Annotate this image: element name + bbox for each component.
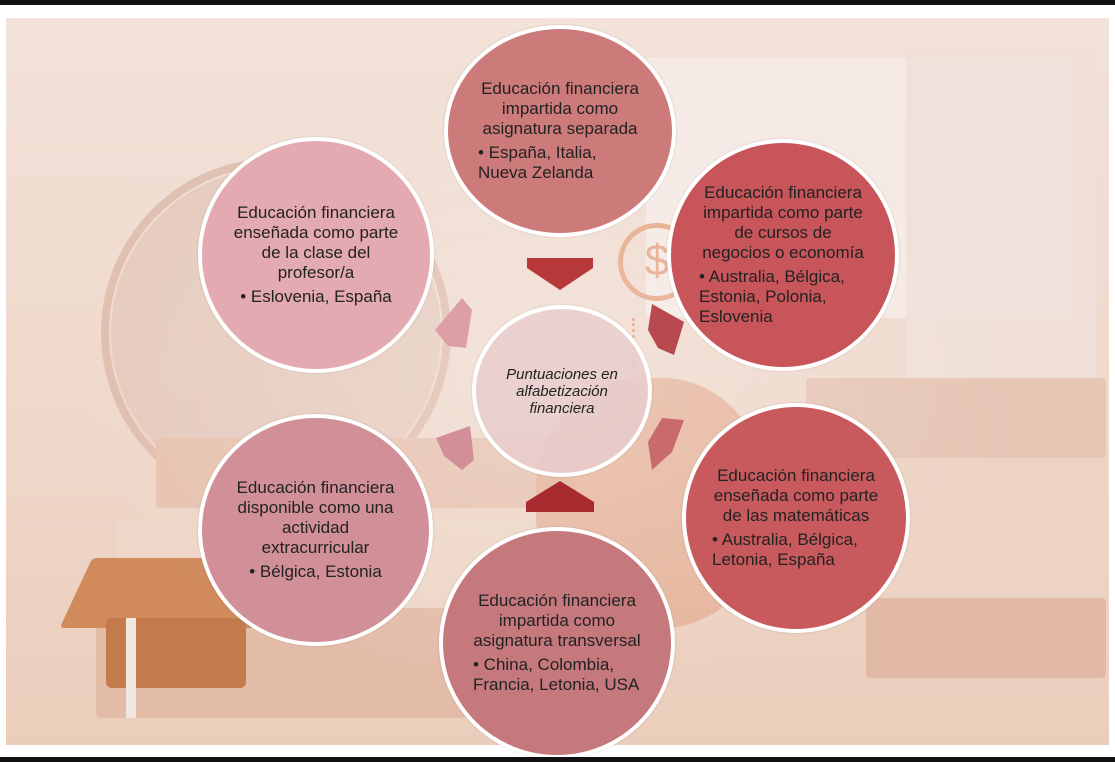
node-cross-curricular: Educación financiera impartida como asig… bbox=[439, 527, 675, 759]
node-extracurricular: Educación financiera disponible como una… bbox=[198, 414, 433, 646]
node-countries: • China, Colombia, Francia, Letonia, USA bbox=[473, 655, 640, 694]
bottom-rule bbox=[0, 757, 1115, 762]
arrow-up-icon bbox=[526, 481, 594, 512]
whiteboard-panel-illustration bbox=[906, 48, 1096, 378]
arrow-bottom-left-icon bbox=[436, 426, 474, 470]
center-label: Puntuaciones en alfabetización financier… bbox=[506, 365, 618, 417]
arrow-bottom-right-icon bbox=[648, 418, 684, 470]
node-countries: • Eslovenia, España bbox=[240, 287, 392, 306]
diploma-illustration bbox=[126, 618, 136, 718]
arrow-top-right-icon bbox=[648, 304, 684, 355]
arrow-down-icon bbox=[527, 258, 593, 290]
node-title: Educación financiera disponible como una… bbox=[236, 478, 395, 557]
node-title: Educación financiera enseñada como parte… bbox=[233, 203, 399, 282]
center-node: Puntuaciones en alfabetización financier… bbox=[472, 305, 652, 477]
node-countries: • España, Italia, Nueva Zelanda bbox=[478, 143, 597, 182]
node-countries: • Australia, Bélgica, Letonia, España bbox=[712, 530, 858, 569]
node-mathematics: Educación financiera enseñada como parte… bbox=[682, 403, 910, 633]
node-countries: • Bélgica, Estonia bbox=[249, 562, 382, 581]
node-title: Educación financiera impartida como asig… bbox=[481, 79, 639, 138]
node-countries: • Australia, Bélgica, Estonia, Polonia, … bbox=[699, 267, 845, 326]
book-illustration bbox=[866, 598, 1106, 678]
node-separate-subject: Educación financiera impartida como asig… bbox=[444, 25, 676, 237]
node-title: Educación financiera impartida como part… bbox=[702, 183, 864, 262]
node-teacher-class: Educación financiera enseñada como parte… bbox=[198, 137, 434, 373]
dollar-coin-icon: $ bbox=[618, 223, 696, 301]
arrow-top-left-icon bbox=[435, 298, 472, 348]
node-title: Educación financiera impartida como asig… bbox=[473, 591, 641, 650]
top-rule bbox=[0, 0, 1115, 5]
node-title: Educación financiera enseñada como parte… bbox=[713, 466, 879, 525]
node-business-economics: Educación financiera impartida como part… bbox=[667, 139, 899, 371]
